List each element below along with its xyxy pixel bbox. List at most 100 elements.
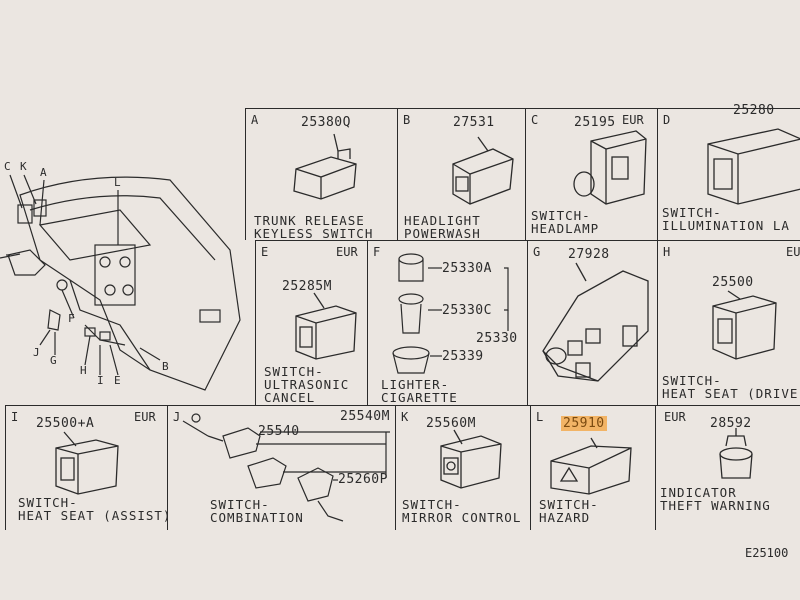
ultrasonic-cancel-switch-drawing bbox=[295, 292, 357, 360]
powerwash-switch-drawing bbox=[452, 136, 514, 205]
caption-line-2: THEFT WARNING bbox=[660, 498, 771, 513]
heat-seat-assist-switch-drawing bbox=[55, 431, 119, 495]
cell-letter: G bbox=[533, 245, 541, 259]
caption-line-2: POWERWASH bbox=[404, 226, 481, 241]
part-number-3: 25260P bbox=[338, 472, 388, 487]
cell-m: EUR 28592 INDICATOR THEFT WARNING bbox=[655, 405, 800, 530]
caption-line-1: SWITCH- bbox=[18, 495, 78, 510]
part-number: 25195 bbox=[574, 115, 616, 130]
caption-line-2: HAZARD bbox=[539, 510, 591, 525]
cell-letter: J bbox=[173, 410, 181, 424]
callout-e: E bbox=[114, 374, 121, 387]
caption-line-1: HEADLIGHT bbox=[404, 213, 481, 228]
mirror-control-switch-drawing bbox=[440, 429, 502, 489]
cell-letter: C bbox=[531, 113, 539, 127]
caption-line-1: SWITCH- bbox=[210, 497, 270, 512]
callout-b: B bbox=[162, 360, 169, 373]
callout-c: C bbox=[4, 160, 11, 173]
caption-line-2: CIGARETTE bbox=[381, 390, 458, 405]
caption-line-2: ILLUMINATION LA bbox=[662, 218, 790, 233]
part-number-1: 25540M bbox=[340, 409, 390, 424]
callout-j: J bbox=[33, 346, 40, 359]
caption-line-1: SWITCH- bbox=[662, 205, 722, 220]
caption-line-2: HEAT SEAT (DRIVE bbox=[662, 386, 799, 401]
dashboard-outline-drawing bbox=[0, 174, 241, 391]
figure-code: E25100 bbox=[745, 546, 789, 560]
illumination-switch-drawing bbox=[707, 128, 800, 205]
part-number: 25285M bbox=[282, 279, 332, 294]
eur-marker: EUR bbox=[622, 113, 644, 127]
caption-line-2: HEAT SEAT (ASSIST) bbox=[18, 508, 172, 523]
trunk-release-switch-drawing bbox=[293, 133, 357, 200]
part-number-2: 25330C bbox=[442, 303, 492, 318]
cell-k: K 25560M SWITCH- MIRROR CONTROL bbox=[395, 405, 530, 530]
caption-line-1: LIGHTER- bbox=[381, 377, 450, 392]
caption-line-1: SWITCH- bbox=[402, 497, 462, 512]
caption-line-2: KEYLESS SWITCH bbox=[254, 226, 374, 241]
part-number: 25500 bbox=[712, 275, 754, 290]
cell-letter: B bbox=[403, 113, 411, 127]
eur-marker: EUR bbox=[336, 245, 358, 259]
highlighted-part-number: 25910 bbox=[561, 416, 607, 431]
cell-b: B 27531 HEADLIGHT POWERWASH bbox=[397, 108, 525, 240]
caption-line-2: MIRROR CONTROL bbox=[402, 510, 522, 525]
caption-line-1: INDICATOR bbox=[660, 485, 737, 500]
cell-letter: A bbox=[251, 113, 259, 127]
part-number-4: 25339 bbox=[442, 349, 484, 364]
part-number: 25560M bbox=[426, 416, 476, 431]
caption-line-2: HEADLAMP bbox=[531, 221, 600, 236]
cell-c: C EUR 25195 SWITCH- HEADLAMP bbox=[525, 108, 657, 240]
cell-g: G 27928 bbox=[527, 240, 657, 405]
part-number-1: 25330A bbox=[442, 261, 492, 276]
cell-letter: D bbox=[663, 113, 671, 127]
callout-f: F bbox=[68, 312, 75, 325]
callout-k: K bbox=[20, 160, 27, 173]
caption-line-3: CANCEL bbox=[264, 390, 316, 405]
part-number: 25280 bbox=[733, 103, 775, 118]
cell-letter: F bbox=[373, 245, 381, 259]
caption-line-2: ULTRASONIC bbox=[264, 377, 350, 392]
callout-i: I bbox=[97, 374, 104, 387]
part-number: 28592 bbox=[710, 416, 752, 431]
callout-a: A bbox=[40, 166, 47, 179]
part-number: 27531 bbox=[453, 115, 495, 130]
window-switch-drawing bbox=[542, 262, 649, 382]
heat-seat-driver-switch-drawing bbox=[712, 290, 777, 360]
combination-switch-drawing bbox=[182, 413, 390, 522]
cell-e: E EUR 25285M SWITCH- ULTRASONIC CANCEL bbox=[255, 240, 367, 405]
caption-line-1: SWITCH- bbox=[662, 373, 722, 388]
part-number: 25500+A bbox=[36, 416, 95, 431]
caption-line-1: SWITCH- bbox=[264, 364, 324, 379]
callout-g: G bbox=[50, 354, 57, 367]
part-number: 25380Q bbox=[301, 115, 351, 130]
part-number-3: 25330 bbox=[476, 331, 518, 346]
cell-h: H EUR 25500 SWITCH- HEAT SEAT (DRIVE bbox=[657, 240, 800, 405]
caption-line-2: COMBINATION bbox=[210, 510, 304, 525]
dashboard-overview: C K A L F J G H I E B bbox=[0, 150, 245, 405]
eur-marker: EUR bbox=[664, 410, 686, 424]
callout-h: H bbox=[80, 364, 87, 377]
caption-line-1: SWITCH- bbox=[539, 497, 599, 512]
cell-j: J 25540M 25540 25260P SWITCH- COMBINATIO… bbox=[167, 405, 395, 530]
caption-line-1: SWITCH- bbox=[531, 208, 591, 223]
eur-marker: EUR bbox=[786, 245, 800, 259]
caption-line-1: TRUNK RELEASE bbox=[254, 213, 365, 228]
cell-letter: L bbox=[536, 410, 544, 424]
callout-l: L bbox=[114, 176, 121, 189]
cell-f: F 25330A 25330C 25330 25339 LIGHTER- CIG… bbox=[367, 240, 527, 405]
cell-a: A 25380Q TRUNK RELEASE KEYLESS SWITCH bbox=[245, 108, 397, 240]
cell-i: I EUR 25500+A SWITCH- HEAT SEAT (ASSIST) bbox=[5, 405, 170, 530]
cell-d: D 25280 SWITCH- ILLUMINATION LA bbox=[657, 103, 800, 240]
cell-l: L 25910 SWITCH- HAZARD bbox=[530, 405, 655, 530]
eur-marker: EUR bbox=[134, 410, 156, 424]
cell-letter: H bbox=[663, 245, 671, 259]
theft-warning-indicator-drawing bbox=[719, 428, 753, 479]
hazard-switch-drawing bbox=[550, 437, 632, 495]
part-number: 27928 bbox=[568, 247, 610, 262]
cell-letter: I bbox=[11, 410, 19, 424]
cell-letter: E bbox=[261, 245, 269, 259]
lighter-cigarette-drawing bbox=[392, 253, 509, 374]
headlamp-switch-drawing bbox=[573, 130, 647, 205]
cell-letter: K bbox=[401, 410, 409, 424]
